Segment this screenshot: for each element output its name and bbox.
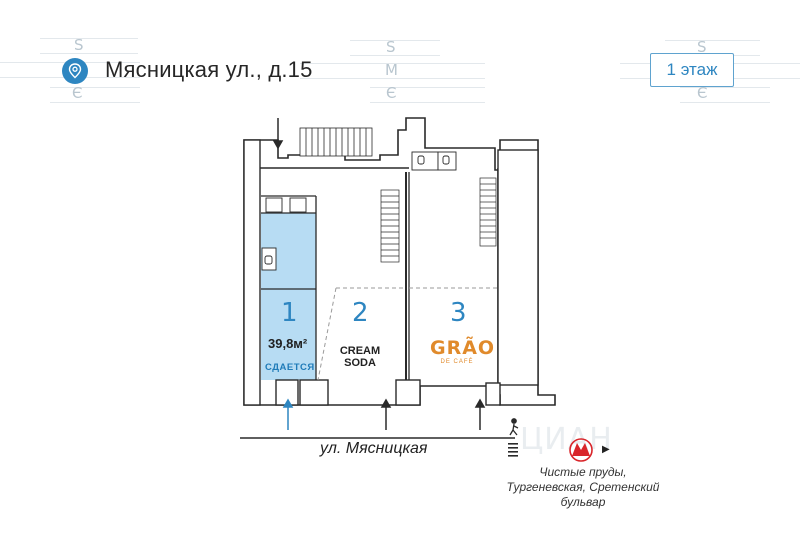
unit-1-status-badge: СДАЕТСЯ <box>265 362 315 373</box>
restroom <box>411 151 439 171</box>
column <box>299 379 329 406</box>
grao-de-cafe-logo: GRÃO DE CAFÉ <box>430 337 496 366</box>
watermark-letter: Є <box>386 84 398 102</box>
unit-1-area: 39,8м² <box>268 336 308 351</box>
direction-arrow-icon: ▶ <box>602 444 610 455</box>
watermark-letter: M <box>385 61 399 79</box>
watermark-letter: Є <box>697 84 709 102</box>
unit-2-boundary <box>317 287 406 381</box>
address-title: Мясницкая ул., д.15 <box>105 57 313 82</box>
window <box>265 197 283 213</box>
unit-2-tenant: CREAM SODA <box>339 345 381 369</box>
metro-m-icon <box>567 438 595 462</box>
unit-2-number[interactable]: 2 <box>352 298 369 328</box>
watermark-letter: S <box>74 36 85 54</box>
column <box>485 382 501 406</box>
watermark-letter: S <box>697 38 708 56</box>
unit-1-fill <box>261 213 316 380</box>
stairs <box>479 177 497 247</box>
toilet-icon <box>417 155 425 165</box>
column <box>395 379 421 406</box>
watermark-letter: S <box>386 38 397 56</box>
toilet-icon <box>264 255 273 265</box>
unit-3-number[interactable]: 3 <box>450 298 467 328</box>
floor-selector-button[interactable]: 1 этаж <box>650 53 734 87</box>
location-pin-icon <box>62 58 88 84</box>
street-name: ул. Мясницкая <box>320 440 428 457</box>
unit-1-number[interactable]: 1 <box>281 298 298 328</box>
wall-block <box>243 139 261 406</box>
watermark-brand: ЦИАН <box>520 422 613 457</box>
watermark-letter: Є <box>72 84 84 102</box>
wall-block <box>497 149 539 386</box>
crosswalk-icon <box>508 443 518 457</box>
metro-stations: Чистые пруды, Тургеневская, Сретенский б… <box>506 465 660 509</box>
toilet-icon <box>442 155 450 165</box>
pedestrian-icon <box>509 418 519 436</box>
window <box>289 197 307 213</box>
